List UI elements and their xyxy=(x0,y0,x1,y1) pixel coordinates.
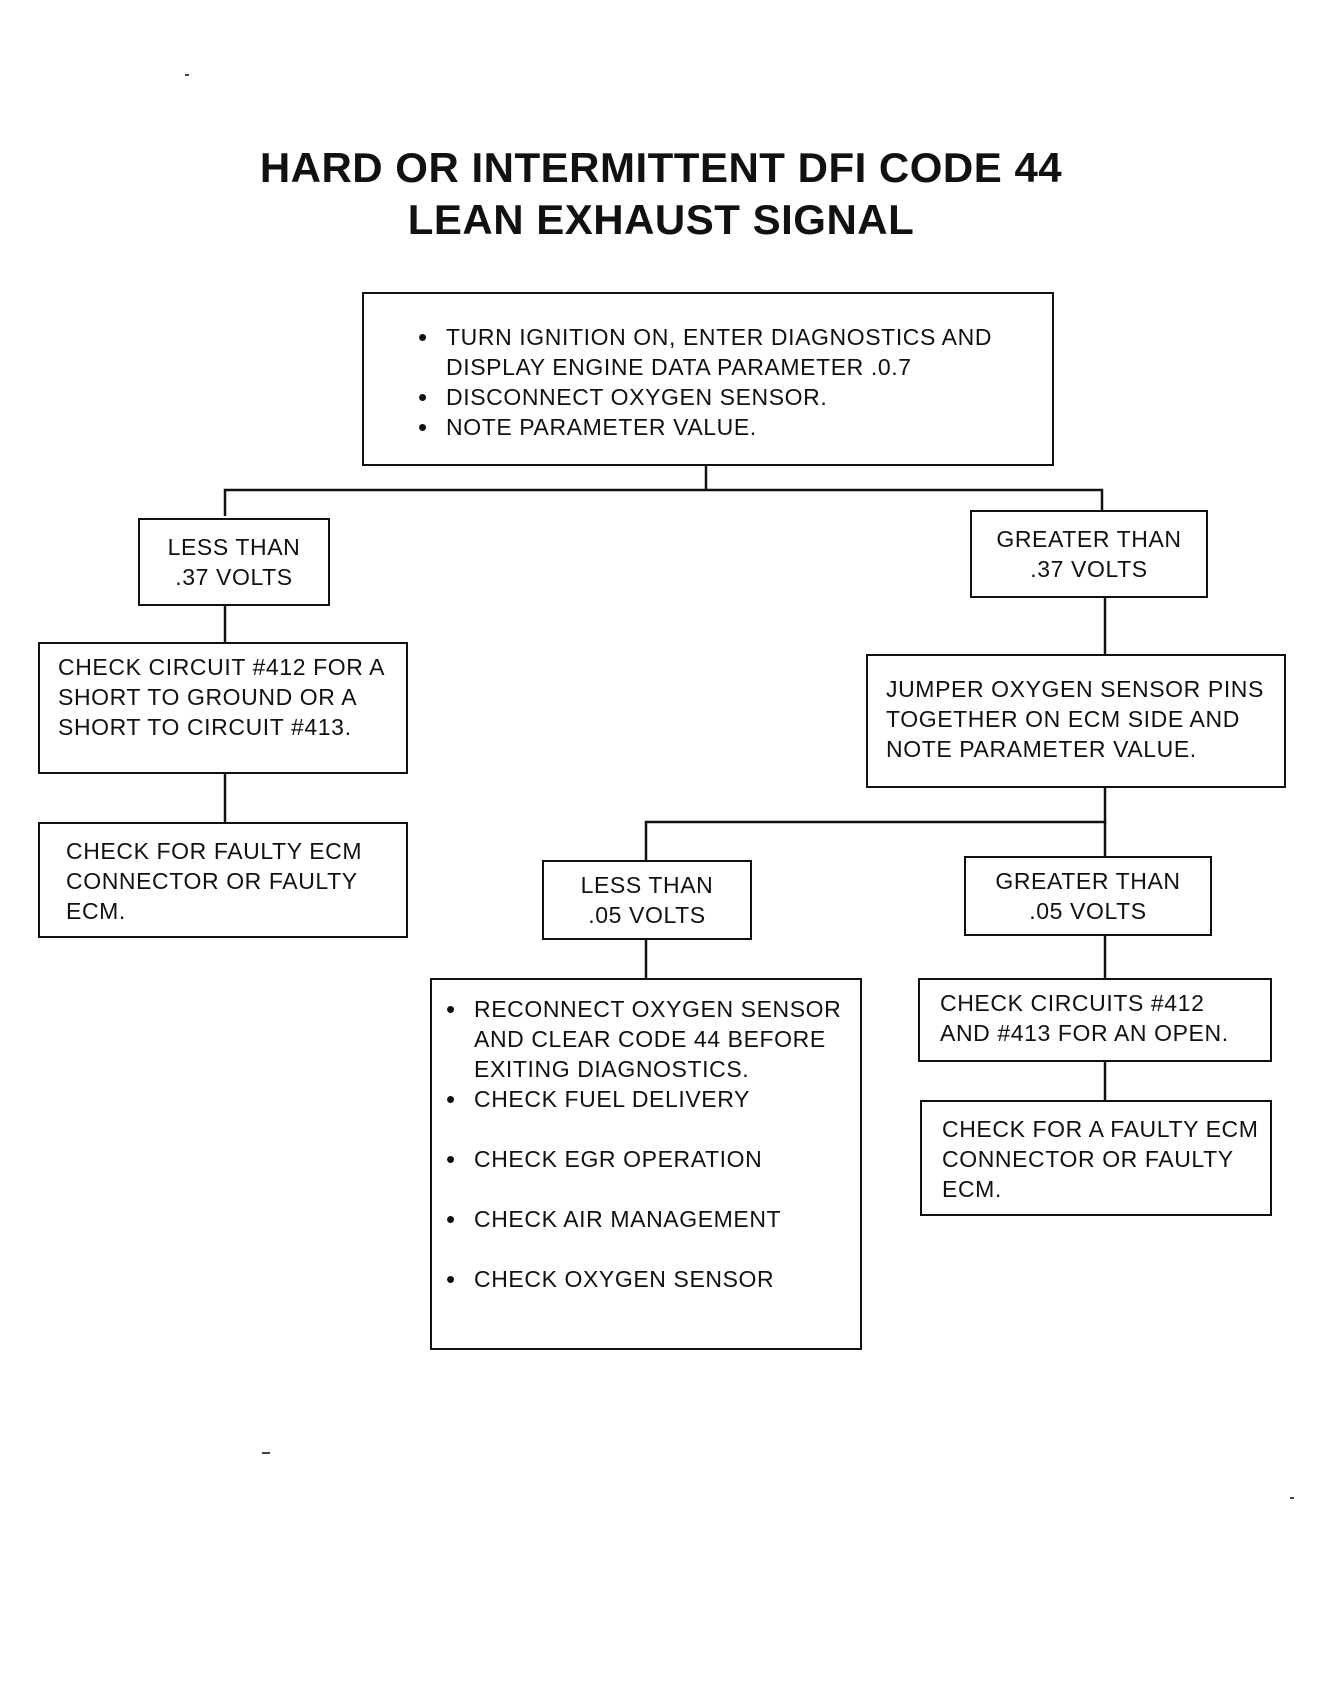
diagram-title-line-1: HARD OR INTERMITTENT DFI CODE 44 xyxy=(259,144,1063,191)
start-step-item: TURN IGNITION ON, ENTER DIAGNOSTICS AND … xyxy=(414,322,1032,382)
scan-speck xyxy=(262,1452,270,1454)
reconnect-action-list: RECONNECT OXYGEN SENSOR AND CLEAR CODE 4… xyxy=(442,994,852,1294)
condition-greater-than-37-volts: GREATER THAN .37 VOLTS xyxy=(970,510,1208,598)
action-item: CHECK AIR MANAGEMENT xyxy=(442,1204,852,1234)
connector-jumper-split xyxy=(644,820,1107,862)
check-circuit-text: CHECK CIRCUIT #412 FOR A SHORT TO GROUND… xyxy=(58,654,384,740)
action-item: RECONNECT OXYGEN SENSOR AND CLEAR CODE 4… xyxy=(442,994,852,1084)
start-step-list: TURN IGNITION ON, ENTER DIAGNOSTICS AND … xyxy=(414,322,1032,442)
jumper-text: JUMPER OXYGEN SENSOR PINS TOGETHER ON EC… xyxy=(886,676,1264,762)
diagram-title-line-2: LEAN EXHAUST SIGNAL xyxy=(407,196,915,243)
check-faulty-ecm-box-right: CHECK FOR A FAULTY ECM CONNECTOR OR FAUL… xyxy=(920,1100,1272,1216)
condition-line: .05 VOLTS xyxy=(588,902,706,928)
condition-line: GREATER THAN xyxy=(995,868,1181,894)
condition-less-than-05-volts: LESS THAN .05 VOLTS xyxy=(542,860,752,940)
check-faulty-ecm-box-left: CHECK FOR FAULTY ECM CONNECTOR OR FAULTY… xyxy=(38,822,408,938)
check-circuits-open-box: CHECK CIRCUITS #412 AND #413 FOR AN OPEN… xyxy=(918,978,1272,1062)
connector-start-split xyxy=(223,488,1104,516)
condition-line: LESS THAN xyxy=(167,534,301,560)
condition-line: LESS THAN xyxy=(580,872,714,898)
start-step-item: DISCONNECT OXYGEN SENSOR. xyxy=(414,382,1032,412)
reconnect-oxygen-sensor-box: RECONNECT OXYGEN SENSOR AND CLEAR CODE 4… xyxy=(430,978,862,1350)
check-circuit-412-box: CHECK CIRCUIT #412 FOR A SHORT TO GROUND… xyxy=(38,642,408,774)
condition-line: .37 VOLTS xyxy=(1030,556,1148,582)
check-ecm-text: CHECK FOR A FAULTY ECM CONNECTOR OR FAUL… xyxy=(942,1116,1259,1202)
condition-less-than-37-volts: LESS THAN .37 VOLTS xyxy=(138,518,330,606)
action-item: CHECK EGR OPERATION xyxy=(442,1144,852,1174)
check-circuits-text: CHECK CIRCUITS #412 AND #413 FOR AN OPEN… xyxy=(940,990,1229,1046)
condition-greater-than-05-volts: GREATER THAN .05 VOLTS xyxy=(964,856,1212,936)
action-item: CHECK OXYGEN SENSOR xyxy=(442,1264,852,1294)
scan-speck xyxy=(185,74,189,76)
scan-speck xyxy=(1290,1497,1294,1499)
start-step-item: NOTE PARAMETER VALUE. xyxy=(414,412,1032,442)
condition-line: .05 VOLTS xyxy=(1029,898,1147,924)
condition-line: .37 VOLTS xyxy=(175,564,293,590)
check-ecm-text: CHECK FOR FAULTY ECM CONNECTOR OR FAULTY… xyxy=(66,838,363,924)
start-step-box: TURN IGNITION ON, ENTER DIAGNOSTICS AND … xyxy=(362,292,1054,466)
action-item: CHECK FUEL DELIVERY xyxy=(442,1084,852,1114)
jumper-oxygen-sensor-box: JUMPER OXYGEN SENSOR PINS TOGETHER ON EC… xyxy=(866,654,1286,788)
condition-line: GREATER THAN xyxy=(996,526,1182,552)
